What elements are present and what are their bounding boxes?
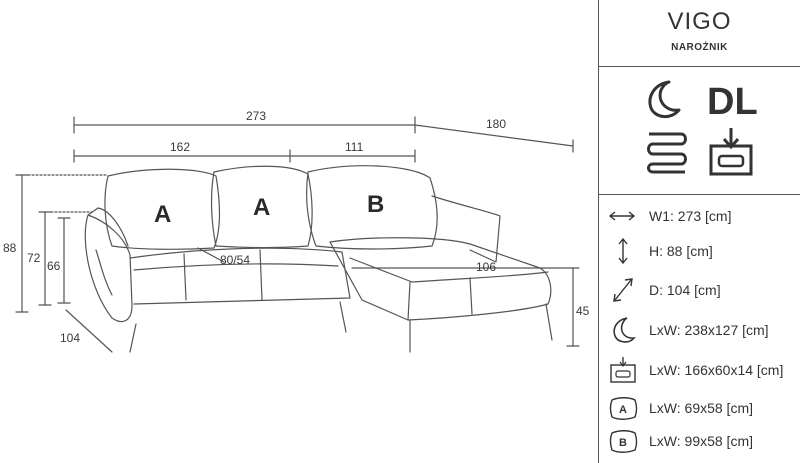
svg-text:A: A [619,404,627,416]
cushion-label-a2: A [253,194,270,221]
dim-chaise-length: 106 [476,260,496,274]
dl-text-icon: DL [707,81,758,122]
crescent-moon-icon [648,80,681,118]
divider [599,66,800,67]
divider [599,194,800,195]
dim-height-back: 72 [27,251,41,265]
spec-row-depth: D: 104 [cm] [599,276,800,304]
dim-height-arm: 66 [47,259,61,273]
cushion-b-icon: B [609,430,638,453]
spec-text: LxW: 238x127 [cm] [649,322,769,338]
dim-depth: 104 [60,331,80,345]
storage-box-icon [709,128,753,176]
spec-row-cushion-b: B LxW: 99x58 [cm] [599,427,800,455]
spec-text: LxW: 99x58 [cm] [649,433,754,449]
spec-row-storage: LxW: 166x60x14 [cm] [599,356,800,384]
height-arrow-icon [618,237,628,265]
cushion-a2-shape [210,165,313,249]
dim-seat-height: 80/54 [220,253,250,267]
spec-row-cushion-a: A LxW: 69x58 [cm] [599,394,800,422]
product-name: VIGO [667,8,732,35]
sofa-technical-drawing: 273 180 162 111 88 72 66 104 80/54 106 4… [3,109,590,353]
cushion-a1-shape [104,168,221,250]
spec-text: W1: 273 [cm] [649,208,732,224]
spec-panel: VIGO NAROŻNIK DL W1: 273 [cm] H: 88 [cm] [598,0,800,463]
svg-text:DL: DL [707,81,758,122]
cushion-a-icon: A [609,397,638,420]
spec-text: H: 88 [cm] [649,243,713,259]
dim-total-width: 273 [246,109,266,123]
dimension-lines [15,116,580,353]
sofa-outline [84,165,553,353]
svg-text:B: B [619,437,627,449]
sleep-area-icon [613,317,636,343]
heat-coil-icon [647,132,687,174]
spec-row-height: H: 88 [cm] [599,237,800,265]
spec-row-sleep-area: LxW: 238x127 [cm] [599,316,800,344]
dim-height-total: 88 [3,241,17,255]
spec-text: D: 104 [cm] [649,282,721,298]
storage-icon [610,357,636,383]
spec-row-width: W1: 273 [cm] [599,202,800,230]
dim-side-depth: 180 [486,117,506,131]
cushion-label-b: B [367,191,384,218]
cushion-label-a1: A [154,201,171,228]
dim-leg-height: 45 [576,304,590,318]
spec-text: LxW: 166x60x14 [cm] [649,362,784,378]
depth-arrow-icon [613,278,633,302]
product-type: NAROŻNIK [671,42,728,53]
cushion-b-shape [306,165,438,250]
spec-text: LxW: 69x58 [cm] [649,400,754,416]
width-arrow-icon [608,211,636,221]
dim-section-right: 111 [345,140,364,154]
dim-section-left: 162 [170,140,190,154]
